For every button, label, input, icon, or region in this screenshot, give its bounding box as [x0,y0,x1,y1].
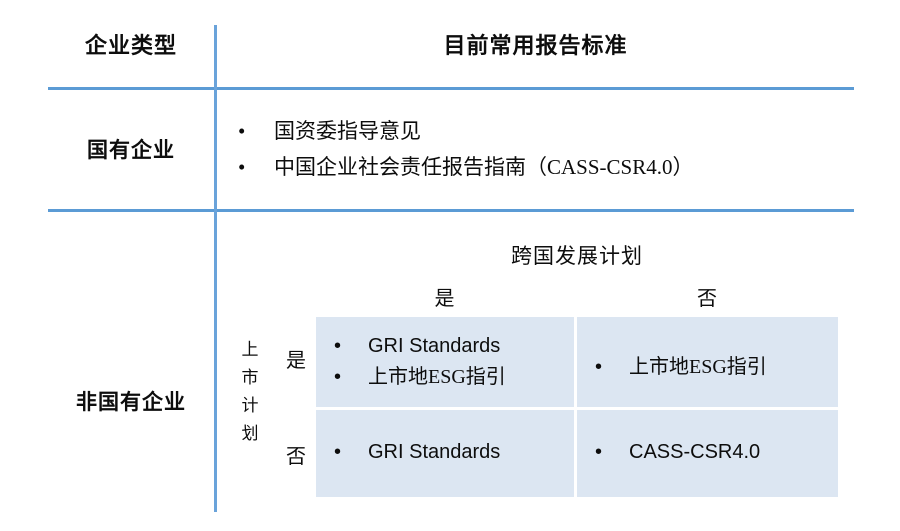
list-item-label: CASS-CSR4.0 [629,441,761,463]
axis-caption-char: 划 [241,424,259,443]
matrix-row-header-yes: 是 [286,350,306,372]
header-bottom-rule [48,87,854,90]
matrix-cell-yes-yes: • GRI Standards • 上市地ESG指引 [316,317,574,407]
state-owned-standards-list: • 国资委指导意见 • 中国企业社会责任报告指南（CASS-CSR4.0） [236,113,836,185]
bullet-icon: • [334,366,342,388]
bullet-icon: • [238,155,246,179]
axis-caption-char: 市 [241,368,259,387]
list-item-label: 中国企业社会责任报告指南（CASS-CSR4.0） [274,155,694,179]
matrix-cell-list: • GRI Standards [334,437,566,468]
list-item: • 上市地ESG指引 [595,352,830,383]
list-item: • GRI Standards [334,331,566,362]
list-item-label: 国资委指导意见 [274,119,421,143]
matrix-row-header-no: 否 [286,446,306,468]
row-label-state-owned-enterprise: 国有企业 [87,138,175,162]
matrix-axis-caption: 上 市 计 划 [239,336,261,448]
list-item-label: 上市地ESG指引 [368,366,506,388]
list-item-label: 上市地ESG指引 [629,356,767,378]
bullet-icon: • [334,441,342,463]
axis-caption-char: 上 [241,340,259,359]
header-cell-enterprise-type: 企业类型 [84,33,177,58]
matrix-column-header-yes: 是 [434,288,456,310]
column-divider [214,25,217,512]
list-item: • CASS-CSR4.0 [595,437,830,468]
list-item: • 中国企业社会责任报告指南（CASS-CSR4.0） [236,149,836,185]
bullet-icon: • [595,356,603,378]
matrix-cell-no-no: • CASS-CSR4.0 [577,410,838,497]
matrix-cell-list: • 上市地ESG指引 [595,352,830,383]
list-item-label: GRI Standards [368,335,501,357]
bullet-icon: • [595,441,603,463]
soe-row-bottom-rule [48,209,854,212]
bullet-icon: • [334,335,342,357]
matrix-title: 跨国发展计划 [511,244,643,268]
matrix-cell-list: • GRI Standards • 上市地ESG指引 [334,331,566,393]
matrix-cell-list: • CASS-CSR4.0 [595,437,830,468]
list-item: • 上市地ESG指引 [334,362,566,393]
list-item-label: GRI Standards [368,441,501,463]
bullet-icon: • [238,119,246,143]
matrix-column-header-no: 否 [697,288,718,310]
list-item: • 国资委指导意见 [236,113,836,149]
matrix-cell-yes-no: • 上市地ESG指引 [577,317,838,407]
matrix-cell-no-yes: • GRI Standards [316,410,574,497]
header-cell-reporting-standards: 目前常用报告标准 [443,33,628,58]
axis-caption-char: 计 [241,396,259,415]
row-label-non-state-owned-enterprise: 非国有企业 [76,390,186,414]
list-item: • GRI Standards [334,437,566,468]
